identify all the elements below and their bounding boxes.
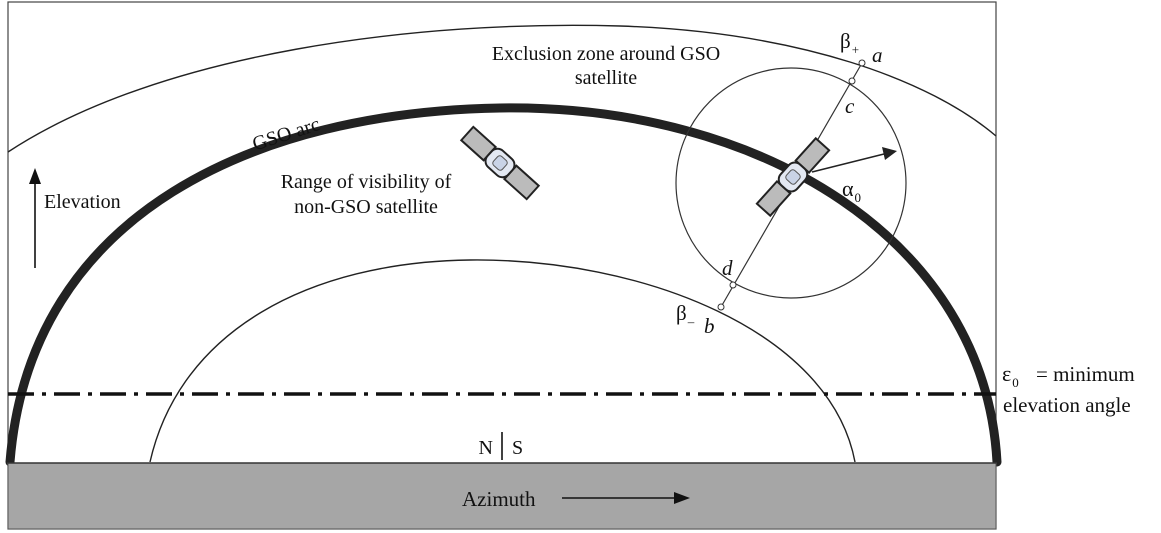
exclusion-zone-label-2: satellite: [575, 67, 637, 89]
non-gso-satellite-icon: [459, 125, 541, 201]
azimuth-label: Azimuth: [462, 487, 536, 511]
point-b-label: b: [704, 314, 715, 338]
visibility-label-2: non-GSO satellite: [294, 196, 438, 218]
alpha-arrow-line: [811, 153, 885, 173]
beta-plus-label: β+: [840, 29, 859, 57]
alpha-label: α0: [842, 176, 861, 205]
south-label: S: [512, 437, 523, 459]
min-elevation-label-1: = minimum: [1036, 362, 1135, 386]
gso-arc-label: GSO arc: [250, 113, 323, 155]
point-c-marker: [848, 77, 856, 85]
azimuth-arrow-head: [674, 492, 690, 504]
elevation-label: Elevation: [44, 191, 121, 213]
point-c-label: c: [845, 94, 855, 118]
beta-minus-label: β–: [676, 301, 695, 329]
alpha-arrow-head: [882, 147, 897, 160]
point-d-marker: [729, 281, 737, 289]
exclusion-zone-label-1: Exclusion zone around GSO: [492, 43, 720, 65]
epsilon-label: ε0: [1002, 361, 1019, 390]
ground-strip: [7, 462, 997, 530]
gso-satellite-icon: [755, 136, 831, 218]
min-elevation-label-2: elevation angle: [1003, 393, 1131, 417]
exclusion-zone-circle: [675, 67, 907, 299]
north-label: N: [479, 437, 493, 459]
visibility-label-1: Range of visibility of: [281, 171, 452, 193]
outer-range-arc: [7, 24, 997, 153]
point-a-marker: [858, 59, 866, 67]
inner-range-arc: [149, 259, 856, 463]
elevation-arrow-head: [29, 168, 41, 184]
point-b-marker: [717, 303, 725, 311]
point-a-label: a: [872, 43, 883, 67]
point-d-label: d: [722, 256, 733, 280]
gso-arc: [5, 103, 1002, 467]
